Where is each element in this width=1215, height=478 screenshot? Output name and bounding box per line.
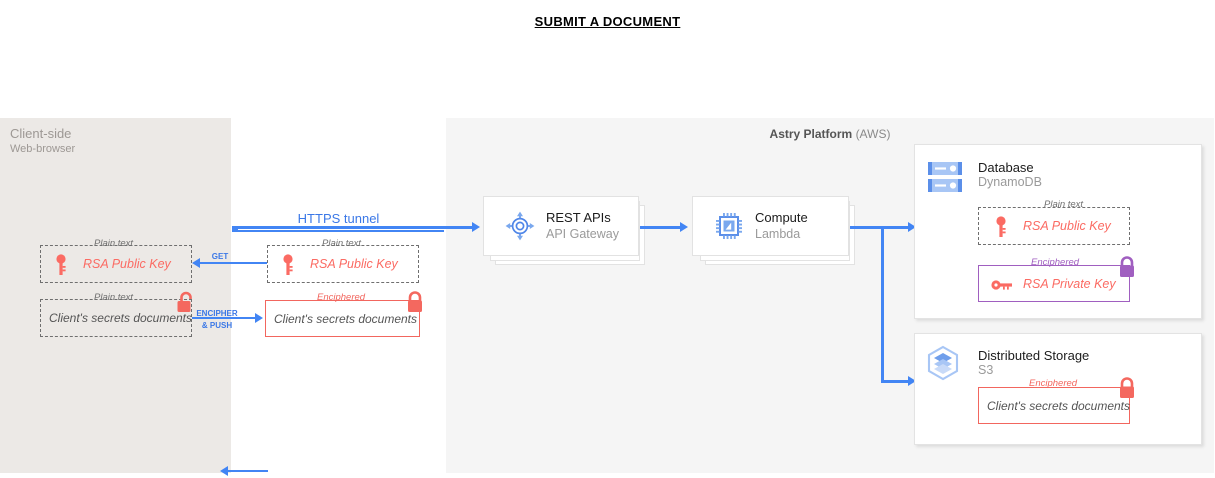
key-horizontal-icon	[991, 278, 1015, 290]
key-vertical-icon	[995, 216, 1007, 238]
key-vertical-icon	[55, 254, 67, 276]
service-card-compute[interactable]: Compute Lambda	[692, 196, 849, 256]
s3-secrets-caption: Enciphered	[1029, 378, 1078, 389]
client-secrets-label: Client's secrets documents	[49, 311, 193, 325]
api-gateway-icon	[502, 208, 538, 244]
platform-zone-title: Astry Platform (AWS)	[446, 127, 1214, 141]
https-tunnel-line	[232, 230, 444, 232]
lambda-chip-icon	[711, 208, 747, 244]
client-secrets-box: Client's secrets documents	[40, 299, 192, 337]
client-side-zone-title: Client-side	[10, 126, 72, 141]
s3-icon	[923, 343, 963, 383]
client-public-key-label: RSA Public Key	[83, 257, 171, 271]
bottom-return-arrow-head	[220, 466, 228, 476]
s3-secrets-box: Client's secrets documents	[978, 387, 1130, 424]
get-arrow-label: GET	[211, 252, 229, 261]
db-public-key-caption: Plain text	[1044, 199, 1084, 210]
db-public-key-label: RSA Public Key	[1023, 219, 1111, 233]
encipher-arrow-label-line1: ENCIPHER	[196, 309, 238, 318]
service-card-rest-apis-text: REST APIs API Gateway	[546, 210, 619, 242]
store-name-database: Database	[978, 160, 1034, 175]
tunnel-public-key-caption: Plain text	[322, 238, 362, 249]
padlock-closed-icon	[405, 290, 425, 319]
client-public-key-caption: Plain text	[94, 238, 134, 249]
bottom-return-arrow-line	[228, 470, 268, 472]
padlock-open-icon	[176, 290, 196, 319]
service-card-compute-text: Compute Lambda	[755, 210, 808, 242]
tunnel-secrets-box: Client's secrets documents	[265, 300, 420, 337]
client-side-zone	[0, 118, 231, 473]
db-private-key-box: RSA Private Key	[978, 265, 1130, 302]
client-public-key-box: RSA Public Key	[40, 245, 192, 283]
tunnel-to-apigw-head	[472, 222, 480, 232]
get-arrow-line	[200, 262, 267, 264]
service-sub-compute: Lambda	[755, 227, 801, 241]
tunnel-public-key-box: RSA Public Key	[267, 245, 419, 283]
store-name-s3: Distributed Storage	[978, 348, 1090, 363]
lambda-to-s3-line	[881, 380, 912, 383]
service-card-rest-apis[interactable]: REST APIs API Gateway	[483, 196, 639, 256]
db-public-key-box: RSA Public Key	[978, 207, 1130, 245]
client-secrets-caption: Plain text	[94, 292, 134, 303]
service-name-compute: Compute	[755, 210, 808, 225]
encipher-arrow-head	[255, 313, 263, 323]
db-private-key-caption: Enciphered	[1031, 257, 1080, 268]
store-panel-s3[interactable]	[914, 333, 1202, 445]
padlock-closed-purple-icon	[1117, 255, 1137, 284]
client-side-zone-subtitle: Web-browser	[10, 143, 76, 155]
https-tunnel-label: HTTPS tunnel	[297, 211, 380, 226]
tunnel-to-apigw-line	[232, 226, 474, 229]
get-arrow-head	[192, 258, 200, 268]
lambda-branch-vertical	[881, 226, 884, 383]
store-sub-s3: S3	[978, 363, 994, 377]
lambda-to-db-head	[908, 222, 916, 232]
dynamodb-icon	[925, 157, 965, 197]
encipher-arrow-label-line2: & PUSH	[201, 321, 233, 330]
lambda-to-s3-head	[908, 376, 916, 386]
padlock-closed-red-icon	[1117, 376, 1137, 405]
s3-secrets-label: Client's secrets documents	[987, 398, 1131, 413]
service-name-rest-apis: REST APIs	[546, 210, 611, 225]
platform-title-suffix: (AWS)	[855, 127, 891, 141]
platform-title-text: Astry Platform	[769, 127, 853, 141]
service-sub-rest-apis: API Gateway	[546, 227, 619, 241]
tunnel-secrets-caption: Enciphered	[317, 292, 366, 303]
encipher-arrow-line	[192, 317, 257, 319]
apigw-to-lambda-line	[640, 226, 682, 229]
store-sub-database: DynamoDB	[978, 175, 1042, 189]
page-title: SUBMIT A DOCUMENT	[534, 14, 681, 29]
tunnel-secrets-label: Client's secrets documents	[274, 311, 418, 326]
key-vertical-icon	[282, 254, 294, 276]
tunnel-public-key-label: RSA Public Key	[310, 257, 398, 271]
db-private-key-label: RSA Private Key	[1023, 276, 1116, 291]
apigw-to-lambda-head	[680, 222, 688, 232]
